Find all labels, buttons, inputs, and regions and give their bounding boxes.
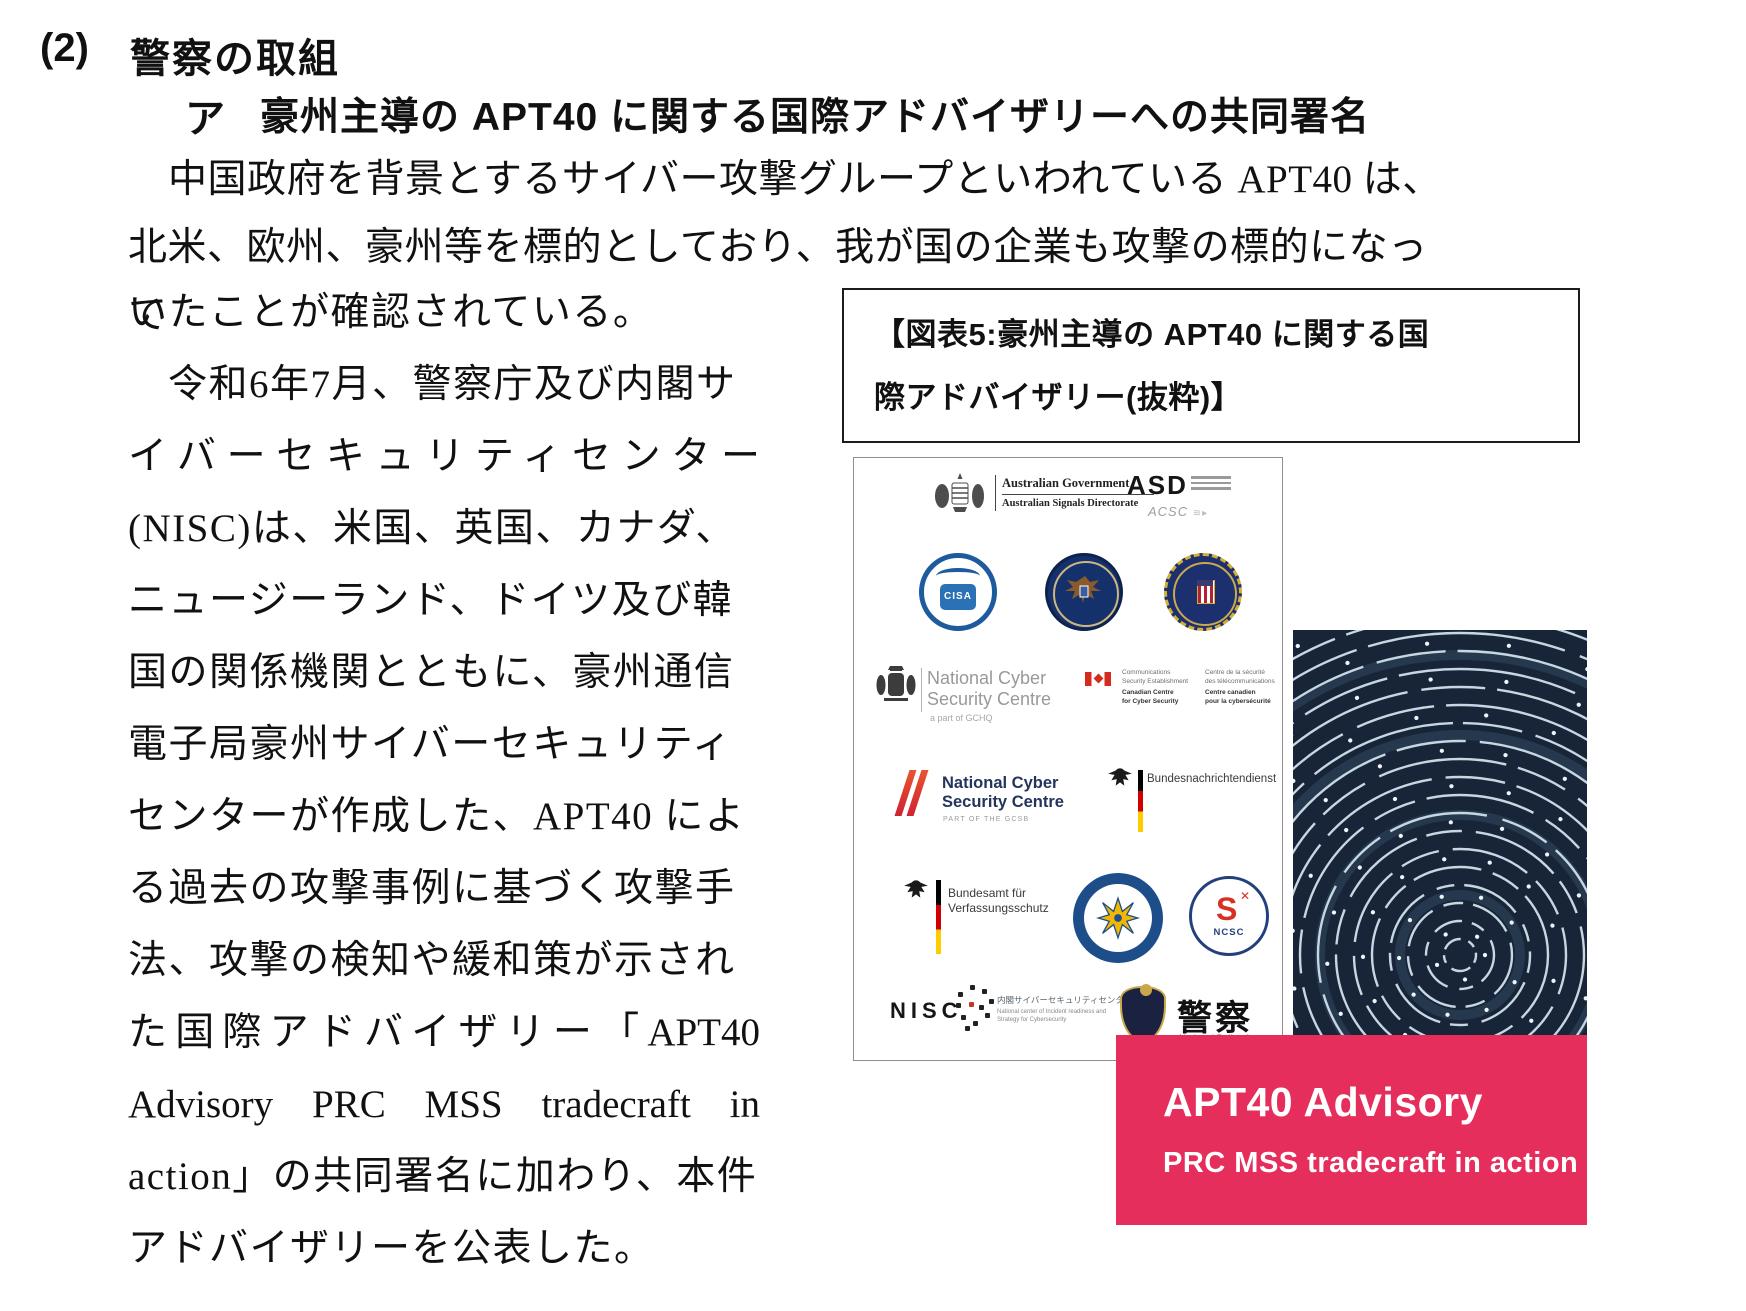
uk-ncsc-name-line: National Cyber: [927, 668, 1047, 688]
cisa-seal: CISA: [919, 553, 997, 631]
column-line: action」の共同署名に加わり、本件: [128, 1155, 758, 1198]
nz-ncsc-name-line: National Cyber: [942, 774, 1059, 792]
cse-text-line: for Cyber Security: [1122, 697, 1179, 705]
paragraph-line: 中国政府を背景とするサイバー攻撃グループといわれている APT40 は、: [168, 158, 1442, 201]
german-flag-bar: [1138, 770, 1143, 832]
cse-text-line: Centre de la sécurité: [1205, 669, 1265, 676]
column-line: センターが作成した、APT40 によ: [128, 795, 746, 838]
korea-ncsc-x-mark: ✕: [1240, 889, 1251, 903]
intro-paragraph: 中国政府を背景とするサイバー攻撃グループといわれている APT40 は、 北米、…: [128, 146, 1448, 350]
item-marker: ア: [185, 97, 225, 141]
figure-caption-line: 際アドバイザリー(抜粋)】: [874, 380, 1243, 415]
uk-ncsc-logo: National Cyber Security Centre: [927, 668, 1051, 710]
uk-ncsc-subtitle: a part of GCHQ: [930, 713, 993, 723]
nz-ncsc-name-line: Security Centre: [942, 793, 1064, 811]
bnd-logo: Bundesnachrichtendienst: [1147, 773, 1277, 785]
acsc-label: ACSC: [1148, 504, 1189, 519]
acsc-logo: ACSC ≋▸: [1148, 504, 1208, 519]
circuit-fingerprint-pattern: [1293, 630, 1587, 1036]
paragraph-line: 北米、欧州、豪州等を標的としており、我が国の企業も攻撃の標的になって: [128, 226, 1428, 337]
column-line: アドバイザリーを公表した。: [128, 1227, 655, 1270]
section-title: 警察の取組: [130, 37, 340, 81]
uk-royal-arms-icon: [876, 664, 916, 719]
bfv-name-line: Bundesamt für: [948, 886, 1027, 900]
cisa-label: CISA: [940, 584, 976, 610]
asd-small-text-lines: [1191, 476, 1231, 493]
nisc-japanese-label: 内閣サイバーセキュリティセンター: [997, 995, 1133, 1005]
apt40-advisory-poster: APT40 Advisory PRC MSS tradecraft in act…: [1116, 630, 1587, 1225]
korea-nis-star-icon: [1096, 896, 1140, 940]
column-line: 電子局豪州サイバーセキュリティ: [128, 723, 733, 766]
canada-flag-icon: [1085, 672, 1111, 686]
bfv-logo: Bundesamt für Verfassungsschutz: [948, 886, 1049, 916]
column-line: 令和6年7月、警察庁及び内閣サ: [168, 363, 737, 406]
figure-caption-box: 【図表5:豪州主導の APT40 に関する国 際アドバイザリー(抜粋)】: [842, 288, 1580, 443]
nisc-english-line: Strategy for Cybersecurity: [997, 1017, 1067, 1023]
poster-title-band: APT40 Advisory PRC MSS tradecraft in act…: [1116, 1035, 1587, 1225]
column-line: イバーセキュリティセンター: [128, 435, 760, 478]
cse-text-en: Communications Security Establishment Ca…: [1122, 669, 1188, 706]
nisc-english-label: National center of Incident readiness an…: [997, 1008, 1106, 1024]
item-title: 豪州主導の APT40 に関する国際アドバイザリーへの共同署名: [260, 96, 1371, 139]
column-line: 国の関係機関とともに、豪州通信: [128, 651, 735, 694]
cse-text-line: des télécommunications: [1205, 677, 1275, 685]
column-line: いたことが確認されている。: [128, 291, 654, 334]
column-line: る過去の攻撃事例に基づく攻撃手: [128, 867, 736, 910]
nsa-eagle-icon: [1065, 576, 1101, 603]
cse-text-line: Canadian Centre: [1122, 689, 1174, 696]
cse-text-line: Centre canadien: [1205, 689, 1256, 696]
cisa-eagle-icon: [936, 568, 980, 584]
nz-ncsc-logo: National Cyber Security Centre: [942, 774, 1064, 812]
poster-subtitle: PRC MSS tradecraft in action: [1163, 1147, 1579, 1179]
nz-ncsc-slashes-icon: [894, 770, 929, 821]
nisc-english-line: National center of Incident readiness an…: [997, 1009, 1107, 1015]
logo-divider: [1002, 494, 1154, 495]
nsa-seal: [1045, 553, 1123, 631]
column-line: た国際アドバイザリー「APT40: [128, 1011, 760, 1054]
german-eagle-icon: [1106, 766, 1134, 793]
cse-text-fr: Centre de la sécurité des télécommunicat…: [1205, 669, 1275, 706]
korea-ncsc-label: NCSC: [1213, 927, 1245, 938]
cse-text-line: pour la cybersécurité: [1205, 697, 1271, 705]
korea-ncsc-seal: S ✕ NCSC: [1189, 876, 1269, 956]
korea-nis-seal: [1073, 873, 1163, 963]
figure-caption-line: 【図表5:豪州主導の APT40 に関する国: [874, 317, 1430, 352]
poster-circuit-panel: [1293, 630, 1587, 1036]
australian-government-label: Australian Government: [1002, 476, 1130, 490]
logo-divider: [921, 668, 922, 712]
asd-logo: ASD: [1127, 470, 1188, 500]
left-text-column: いたことが確認されている。 令和6年7月、警察庁及び内閣サ イバーセキュリティセ…: [128, 288, 760, 1296]
section-number: (2): [40, 26, 89, 70]
acsc-arrow-icon: ≋▸: [1192, 508, 1209, 519]
column-line: (NISC)は、米国、英国、カナダ、: [128, 507, 736, 550]
nisc-logo: NISC: [890, 998, 963, 1023]
poster-title: APT40 Advisory: [1163, 1079, 1483, 1125]
npa-crest-icon: [1140, 984, 1152, 996]
australian-signals-directorate-label: Australian Signals Directorate: [1002, 498, 1139, 509]
column-line: Advisory PRC MSS tradecraft in: [128, 1083, 760, 1126]
fbi-seal-ring: [1173, 562, 1237, 626]
nisc-dots-icon: [958, 992, 963, 997]
cse-text-line: Communications: [1122, 669, 1171, 676]
nz-ncsc-subtitle: PART OF THE GCSB: [943, 816, 1030, 823]
uk-ncsc-name-line: Security Centre: [927, 689, 1052, 709]
fbi-seal: [1164, 553, 1242, 631]
australian-coat-of-arms-icon: [932, 472, 988, 519]
korea-ncsc-mark: S: [1216, 891, 1238, 927]
column-line: 法、攻撃の検知や緩和策が示され: [128, 939, 736, 982]
bfv-name-line: Verfassungsschutz: [948, 901, 1049, 915]
fbi-chief-icon: [1197, 580, 1213, 586]
logo-divider: [995, 475, 996, 511]
german-flag-bar: [936, 880, 941, 954]
cse-text-line: Security Establishment: [1122, 677, 1189, 685]
german-eagle-icon: [902, 878, 930, 905]
nsa-seal-ring: [1053, 561, 1119, 627]
column-line: ニュージーランド、ドイツ及び韓: [128, 579, 734, 622]
